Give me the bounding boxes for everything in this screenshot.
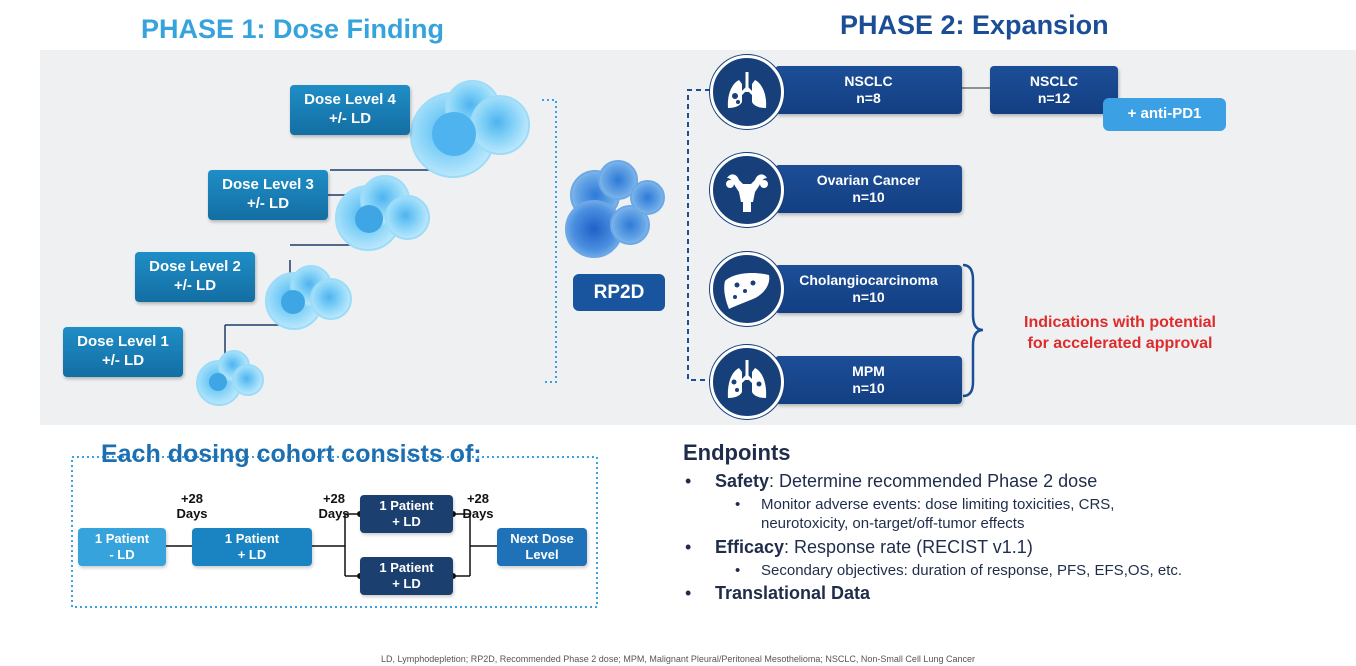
safety-label: Safety <box>715 471 770 491</box>
endpoint-translational: • Translational Data <box>683 583 1343 605</box>
bullet: • <box>685 583 692 604</box>
days-3-l1: +28 <box>466 491 490 506</box>
dose-level-2-sub: +/- LD <box>173 277 217 294</box>
cohort-title: Each dosing cohort consists of: <box>101 440 482 468</box>
cholangio-count: n=10 <box>852 289 885 305</box>
lungs-icon <box>710 55 784 129</box>
cohort-step-next-l2: Level <box>525 547 559 562</box>
cholangio-box: Cholangiocarcinoma n=10 <box>775 265 962 313</box>
lungs-mesothelioma-icon <box>710 345 784 419</box>
rp2d-label: RP2D <box>593 281 645 303</box>
bullet: • <box>685 471 692 491</box>
phase1-title: PHASE 1: Dose Finding <box>141 14 445 44</box>
cohort-step-1: 1 Patient - LD <box>78 528 166 566</box>
safety-sub-line-2: neurotoxicity, on-target/off-tumor effec… <box>761 515 1025 533</box>
cohort-step-next: Next Dose Level <box>497 528 587 566</box>
nsclc-n12-box: NSCLC n=12 <box>990 66 1118 114</box>
accelerated-line-1: Indications with potential <box>1024 314 1216 331</box>
dose-level-2-label: Dose Level 2 <box>149 258 241 276</box>
safety-text: : Determine recommended Phase 2 dose <box>769 471 1098 491</box>
efficacy-text: : Response rate (RECIST v1.1) <box>784 536 1033 557</box>
cohort-step-3: 1 Patient + LD <box>360 495 453 533</box>
dose-level-4-box: Dose Level 4 +/- LD <box>290 85 410 135</box>
cohort-step-2-l2: + LD <box>237 547 267 562</box>
bullet: • <box>685 536 692 557</box>
days-1-l1: +28 <box>180 491 204 506</box>
uterus-icon <box>710 153 784 227</box>
nsclc-n12-count: n=12 <box>1037 90 1071 106</box>
days-3-l2: Days <box>462 505 494 521</box>
cholangio-name: Cholangiocarcinoma <box>799 271 938 288</box>
safety-sub-line-1: Monitor adverse events: dose limiting to… <box>761 495 1115 513</box>
cohort-step-3-l1: 1 Patient <box>379 497 434 513</box>
liver-icon <box>710 252 784 326</box>
days-1-l2: Days <box>176 505 208 521</box>
accelerated-approval-note: Indications with potential for accelerat… <box>990 313 1250 355</box>
dose-level-2-box: Dose Level 2 +/- LD <box>135 252 255 302</box>
days-label-1: +28 Days <box>170 491 214 522</box>
cohort-step-1-l2: - LD <box>109 547 135 562</box>
nsclc-n12-name: NSCLC <box>1029 72 1079 89</box>
ovarian-box: Ovarian Cancer n=10 <box>775 165 962 213</box>
dose-level-3-sub: +/- LD <box>246 195 290 212</box>
cohort-step-3-l2: + LD <box>392 514 421 529</box>
accelerated-line-2: for accelerated approval <box>1027 334 1213 352</box>
endpoint-safety-sub: • Monitor adverse events: dose limiting … <box>683 495 1343 534</box>
cohort-step-2: 1 Patient + LD <box>192 528 312 566</box>
cohort-step-next-l1: Next Dose <box>510 530 574 546</box>
days-2-l2: Days <box>318 505 350 521</box>
nsclc-n8-box: NSCLC n=8 <box>775 66 962 114</box>
bullet: • <box>735 495 741 513</box>
endpoints-section: Endpoints • Safety: Determine recommended… <box>683 440 1343 607</box>
cohort-step-4: 1 Patient + LD <box>360 557 453 595</box>
endpoint-efficacy-sub: • Secondary objectives: duration of resp… <box>683 561 1343 581</box>
cohort-step-4-l2: + LD <box>392 576 421 591</box>
mpm-count: n=10 <box>852 380 885 396</box>
dose-level-4-label: Dose Level 4 <box>304 91 396 109</box>
cohort-step-2-l1: 1 Patient <box>224 530 280 546</box>
mpm-box: MPM n=10 <box>775 356 962 404</box>
translational-label: Translational Data <box>715 583 871 604</box>
bullet: • <box>735 561 741 579</box>
nsclc-n8-count: n=8 <box>856 90 881 106</box>
efficacy-sub-line: Secondary objectives: duration of respon… <box>761 561 1183 579</box>
dose-level-1-label: Dose Level 1 <box>77 333 169 351</box>
phase2-title: PHASE 2: Expansion <box>840 10 1109 40</box>
ovarian-count: n=10 <box>852 189 885 205</box>
anti-pd1-label: + anti-PD1 <box>1127 105 1202 123</box>
rp2d-box: RP2D <box>573 274 665 311</box>
cohort-step-1-l1: 1 Patient <box>94 530 150 546</box>
dose-level-1-box: Dose Level 1 +/- LD <box>63 327 183 377</box>
dose-level-3-label: Dose Level 3 <box>222 176 314 194</box>
ovarian-name: Ovarian Cancer <box>816 171 921 188</box>
endpoints-title: Endpoints <box>683 440 791 465</box>
nsclc-n8-name: NSCLC <box>844 72 893 89</box>
days-label-3: +28 Days <box>456 491 500 522</box>
endpoint-efficacy: • Efficacy: Response rate (RECIST v1.1) <box>683 537 1343 559</box>
days-label-2: +28 Days <box>312 491 356 522</box>
efficacy-label: Efficacy <box>715 536 785 557</box>
dose-level-4-sub: +/- LD <box>328 110 372 127</box>
mpm-name: MPM <box>852 362 885 379</box>
endpoint-safety: • Safety: Determine recommended Phase 2 d… <box>683 471 1343 493</box>
days-2-l1: +28 <box>322 491 346 506</box>
dose-level-3-box: Dose Level 3 +/- LD <box>208 170 328 220</box>
dose-level-1-sub: +/- LD <box>101 352 145 369</box>
footnote: LD, Lymphodepletion; RP2D, Recommended P… <box>381 654 975 664</box>
cohort-step-4-l1: 1 Patient <box>379 559 434 575</box>
anti-pd1-box: + anti-PD1 <box>1103 98 1226 131</box>
